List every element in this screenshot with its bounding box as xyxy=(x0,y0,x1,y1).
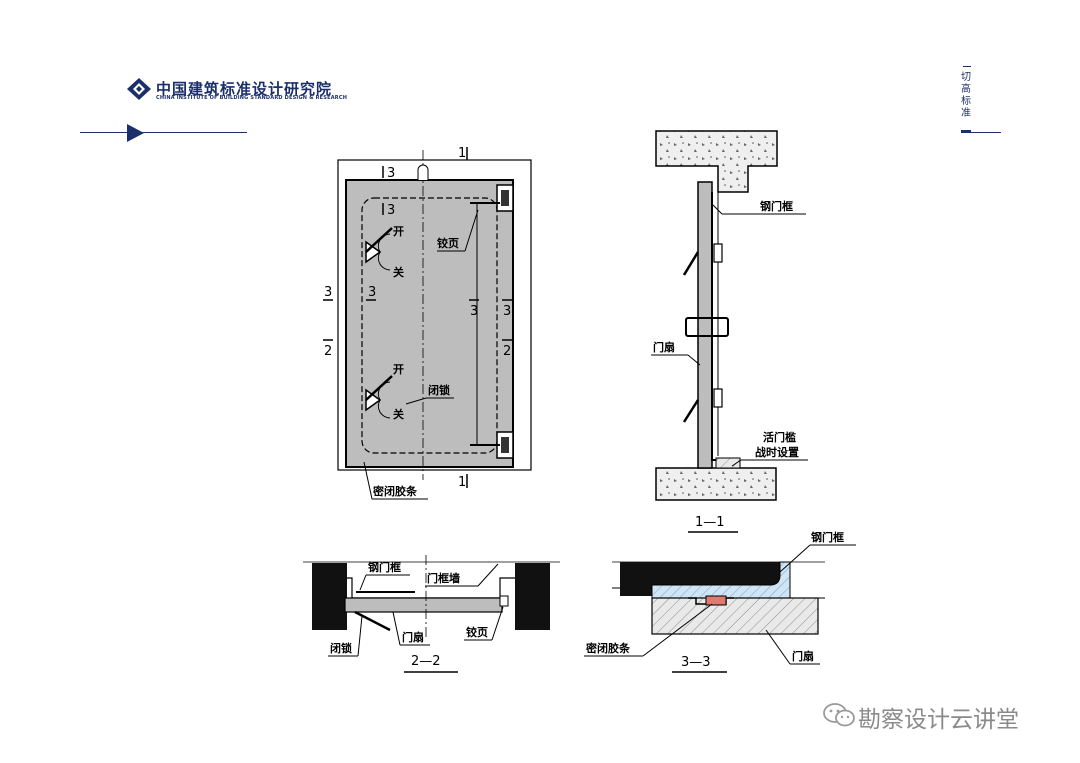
watermark-text: 勘察设计云讲堂 xyxy=(858,707,1019,733)
cut-1-top-label: 1 xyxy=(458,146,466,161)
cut-3-right-inner-label: 3 xyxy=(470,304,478,319)
lintel-concrete xyxy=(655,130,778,193)
s33-title: 3—3 xyxy=(681,655,711,670)
top-latch xyxy=(417,164,429,180)
open-lower-label: 开 xyxy=(393,363,404,376)
section-3-3: 钢门框 密闭胶条 门扇 3—3 xyxy=(584,530,856,673)
left-wall-black xyxy=(312,563,347,630)
slogan-bar xyxy=(961,130,971,133)
s11-threshold-line2-label: 战时设置 xyxy=(755,445,799,459)
header-rule-left xyxy=(80,132,247,133)
steel-frame-section xyxy=(711,192,726,461)
logo-english-name: CHINA INSTITUTE OF BUILDING STANDARD DES… xyxy=(156,95,348,101)
s33-seal-label: 密闭胶条 xyxy=(586,641,631,655)
door-leaf-plan xyxy=(344,597,503,613)
hinge-bottom xyxy=(470,431,514,459)
s22-hinge-label: 铰页 xyxy=(466,625,488,639)
seal-line xyxy=(361,197,498,454)
close-upper-label: 关 xyxy=(393,265,404,279)
cut-2-left-label: 2 xyxy=(324,344,332,359)
s11-title: 1—1 xyxy=(695,515,725,530)
wechat-icon xyxy=(823,703,855,727)
right-wall-black xyxy=(515,563,550,630)
cut-3-right-outer-label: 3 xyxy=(503,304,511,319)
seal-label: 密闭胶条 xyxy=(373,484,418,498)
cut-3-left-inner-label: 3 xyxy=(368,285,376,300)
floor-concrete xyxy=(655,467,777,501)
s11-door-leaf-label: 门扇 xyxy=(653,340,675,354)
logo-chinese-name: 中国建筑标准设计研究院 xyxy=(156,80,333,98)
seal-strip-red xyxy=(705,595,727,606)
cut-3-top-label: 3 xyxy=(387,166,395,181)
s22-steel-frame-label: 钢门框 xyxy=(368,560,401,574)
door-elevation: 1 1 3 3 3 3 3 3 2 2 开 关 开 关 铰页 闭锁 密闭胶条 xyxy=(323,146,532,500)
header-rule-right xyxy=(971,132,1001,133)
door-leaf-3-3 xyxy=(651,597,819,635)
s22-frame-wall-label: 门框墙 xyxy=(427,571,460,585)
institute-logo: 中国建筑标准设计研究院 CHINA INSTITUTE OF BUILDING … xyxy=(126,75,356,105)
s22-lock-label: 闭锁 xyxy=(330,641,352,655)
hinge-top xyxy=(470,184,514,212)
hinge-label: 铰页 xyxy=(437,236,459,250)
lock-upper xyxy=(365,227,393,271)
lock-label: 闭锁 xyxy=(428,383,450,397)
s33-steel-frame-label: 钢门框 xyxy=(811,530,844,544)
section-1-1: 钢门框 门扇 活门槛 战时设置 1—1 xyxy=(651,130,808,533)
cut-3-left-outer-label: 3 xyxy=(324,285,332,300)
steel-frame-blue xyxy=(651,561,791,599)
cut-2-right-label: 2 xyxy=(503,344,511,359)
slogan-vertical: 切高标准 xyxy=(961,72,971,119)
s11-threshold-line1-label: 活门槛 xyxy=(763,430,796,444)
door-leaf-face xyxy=(345,179,514,468)
logo-mark-icon xyxy=(127,78,151,100)
lock-lower xyxy=(365,375,393,419)
s22-door-leaf-label: 门扇 xyxy=(402,630,424,644)
cut-1-bottom-label: 1 xyxy=(458,475,466,490)
s11-steel-frame-label: 钢门框 xyxy=(760,199,793,213)
threshold-block xyxy=(715,457,741,469)
open-upper-label: 开 xyxy=(393,225,404,238)
section-2-2: 钢门框 门框墙 闭锁 门扇 铰页 2—2 xyxy=(303,555,560,673)
s33-door-leaf-label: 门扇 xyxy=(792,649,814,663)
s22-title: 2—2 xyxy=(411,654,441,669)
cut-3-inner-top-label: 3 xyxy=(387,203,395,218)
play-arrow-icon xyxy=(127,124,144,142)
close-lower-label: 关 xyxy=(393,407,404,421)
door-leaf-section xyxy=(697,181,713,469)
slogan-tick xyxy=(963,66,971,67)
wechat-watermark: 勘察设计云讲堂 xyxy=(822,700,1062,733)
